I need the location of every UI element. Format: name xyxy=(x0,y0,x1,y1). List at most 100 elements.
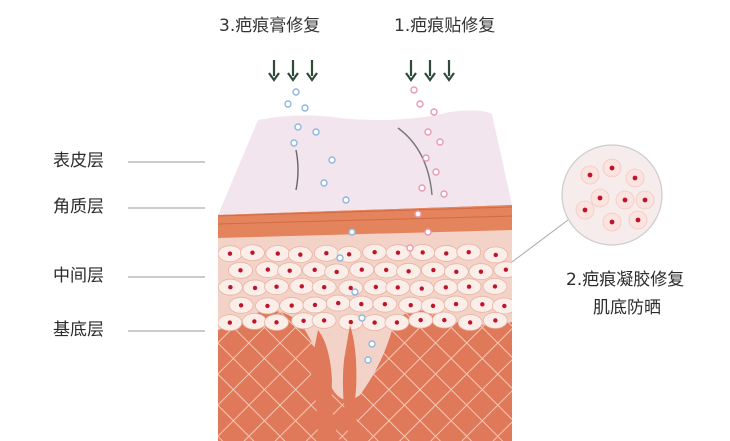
skin-cell xyxy=(241,313,267,330)
skin-cell xyxy=(311,312,337,329)
skin-cell xyxy=(218,314,243,332)
patch-particle xyxy=(424,128,432,136)
skin-cell xyxy=(493,261,512,279)
down-arrow-icon xyxy=(287,60,299,82)
zoom-cell xyxy=(625,168,645,188)
patch-particle xyxy=(430,108,438,116)
zoom-cell xyxy=(602,212,622,232)
skin-cell xyxy=(420,297,446,315)
skin-cell xyxy=(373,261,399,279)
down-arrow-icon xyxy=(306,60,318,82)
skin-cell xyxy=(384,314,410,331)
skin-cell xyxy=(313,244,339,262)
skin-cell xyxy=(302,296,328,314)
skin-cell xyxy=(242,279,268,297)
patch-repair-label: 1.疤痕贴修复 xyxy=(394,16,496,36)
skin-cell xyxy=(482,277,508,295)
skin-cell xyxy=(349,261,375,279)
ointment-particle xyxy=(290,139,298,147)
skin-cell xyxy=(228,261,253,279)
skin-cell xyxy=(385,244,411,262)
skin-cell xyxy=(468,263,494,281)
patch-particle xyxy=(414,210,422,218)
patch-particle xyxy=(432,168,440,176)
skin-cell xyxy=(228,296,254,314)
skin-cell xyxy=(396,262,422,280)
zoom-cell xyxy=(590,188,610,208)
down-arrow-icon xyxy=(443,60,455,82)
stratum-corneum-label: 角质层 xyxy=(53,197,104,217)
skin-cell xyxy=(302,261,328,279)
skin-cell xyxy=(398,296,424,314)
patch-particle xyxy=(422,154,430,162)
skin-cell xyxy=(325,294,351,312)
ointment-particle xyxy=(294,123,302,131)
zoom-cell xyxy=(628,210,648,230)
skin-cell xyxy=(240,244,265,262)
patch-particle xyxy=(436,138,444,146)
down-arrow-icon xyxy=(405,60,417,82)
skin-cell xyxy=(410,244,436,261)
skin-cell xyxy=(255,261,281,278)
skin-cell xyxy=(408,311,434,329)
sunscreen-label: 肌底防晒 xyxy=(593,298,661,318)
ointment-particle xyxy=(312,128,320,136)
skin-cell xyxy=(482,312,508,329)
skin-cell xyxy=(362,314,388,332)
skin-cell xyxy=(385,279,411,296)
skin-cell xyxy=(324,263,350,281)
skin-cell xyxy=(483,246,509,264)
epidermis-layer xyxy=(218,110,512,215)
skin-cell xyxy=(469,295,495,313)
skin-cell xyxy=(218,245,243,263)
skin-cell xyxy=(433,278,459,296)
skin-cell xyxy=(409,280,435,297)
skin-cell xyxy=(431,311,457,329)
ointment-particle xyxy=(368,340,376,348)
skin-cell xyxy=(362,243,388,261)
patch-particle xyxy=(416,100,424,108)
skin-cell xyxy=(491,297,512,315)
dermal-papilla xyxy=(310,330,340,441)
callout-leader xyxy=(511,219,569,263)
scratch-mark xyxy=(295,149,299,191)
patch-particle xyxy=(418,184,426,192)
skin-cell xyxy=(264,278,289,296)
ointment-particle xyxy=(358,314,366,322)
skin-cell xyxy=(456,243,482,261)
skin-cell xyxy=(457,314,483,331)
ointment-particle xyxy=(348,228,356,236)
ointment-particle xyxy=(336,254,344,262)
ointment-particle xyxy=(351,288,359,296)
ointment-repair-label: 3.疤痕膏修复 xyxy=(219,16,321,36)
skin-cell xyxy=(443,263,469,281)
patch-particle xyxy=(406,244,414,252)
down-arrow-icon xyxy=(268,60,280,82)
zoom-cell xyxy=(575,200,595,220)
down-arrow-icon xyxy=(424,60,436,82)
skin-cell xyxy=(433,245,459,262)
skin-cell xyxy=(421,261,446,279)
skin-cell xyxy=(287,246,313,264)
skin-cell xyxy=(289,277,315,295)
patch-particle xyxy=(440,190,448,198)
ointment-particle xyxy=(320,179,328,187)
patch-particle xyxy=(410,86,418,94)
middle-layer-label: 中间层 xyxy=(53,266,104,286)
skin-cell xyxy=(218,278,243,296)
patch-particle xyxy=(424,228,432,236)
ointment-particle xyxy=(364,356,372,364)
ointment-particle xyxy=(342,196,350,204)
ointment-particle xyxy=(328,156,336,164)
dermal-papilla-2 xyxy=(342,325,365,441)
skin-cell xyxy=(443,295,469,313)
scratch-mark-2 xyxy=(397,127,433,196)
skin-cell xyxy=(372,295,398,313)
skin-cell xyxy=(338,279,364,297)
skin-cell xyxy=(363,278,389,296)
skin-cell xyxy=(348,295,374,313)
skin-cell xyxy=(311,278,337,296)
skin-cell xyxy=(456,278,482,296)
zoom-cell xyxy=(602,158,622,178)
